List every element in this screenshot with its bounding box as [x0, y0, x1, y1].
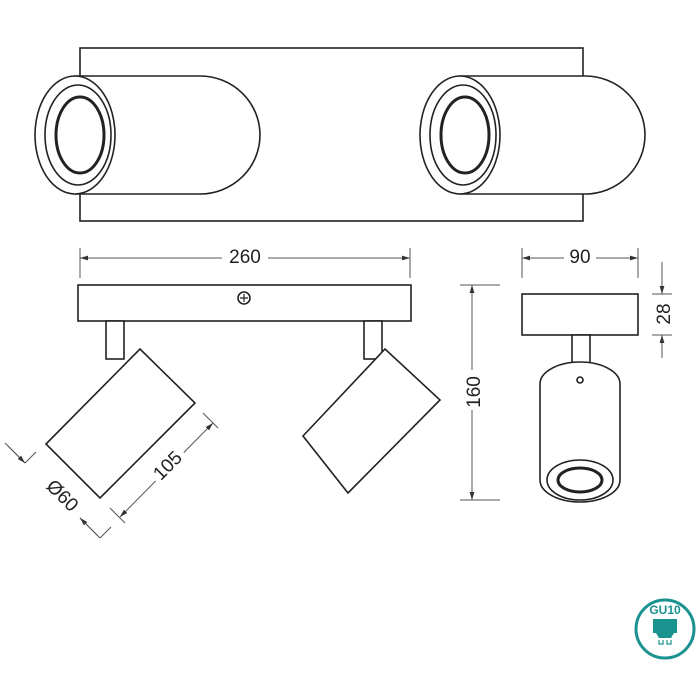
dimension-width-label: 260 — [229, 247, 261, 268]
dimension-spot-length: 105 — [109, 412, 219, 524]
gu10-badge: GU10 — [634, 598, 696, 660]
dimension-spot-diameter-label: Ø60 — [42, 476, 82, 516]
spotlight-top-left — [34, 75, 261, 195]
dimension-depth: 90 — [521, 244, 639, 278]
spotlight-front-right — [301, 347, 442, 495]
gu10-label: GU10 — [649, 603, 681, 617]
spotlight-top-right — [419, 75, 646, 195]
top-view — [34, 47, 646, 222]
dimension-height: 160 — [460, 284, 500, 501]
dimension-height-label: 160 — [464, 376, 485, 408]
dimension-width: 260 — [79, 244, 411, 278]
screw-icon — [237, 291, 251, 305]
front-view — [44, 284, 442, 500]
gu10-bulb-icon — [653, 619, 677, 645]
dimension-depth-label: 90 — [569, 247, 590, 268]
dimension-plate-height: 28 — [652, 262, 675, 358]
dimension-plate-height-label: 28 — [654, 303, 675, 324]
side-view — [521, 293, 639, 503]
